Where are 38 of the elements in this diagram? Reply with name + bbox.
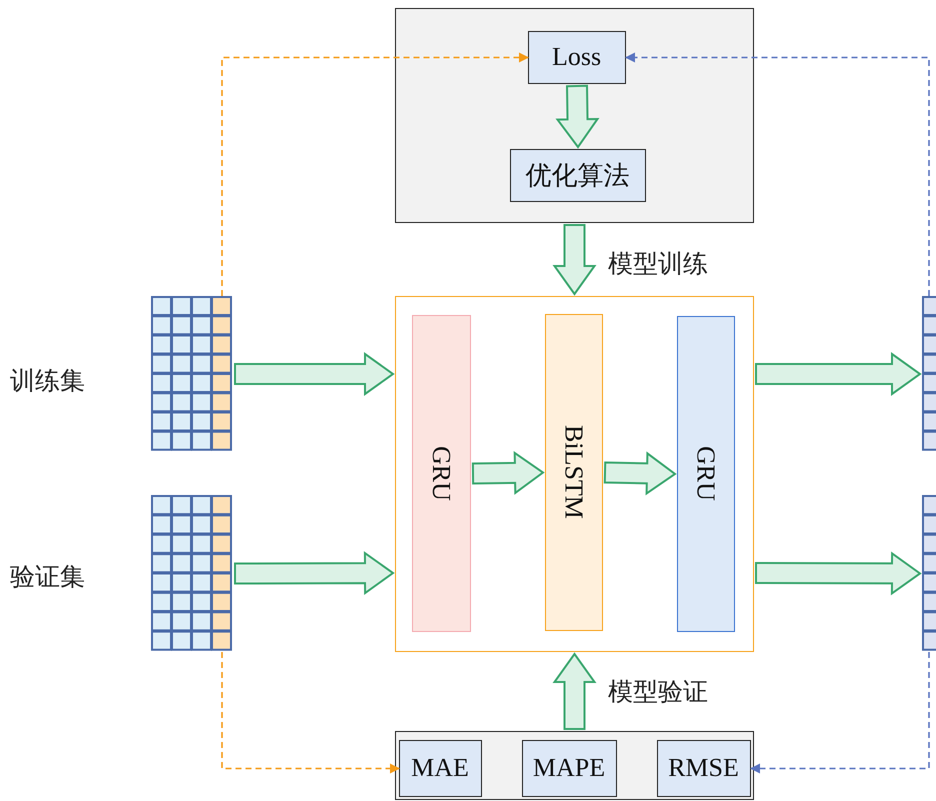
model-box	[395, 296, 754, 652]
layer-block	[412, 314, 470, 632]
process-box	[528, 30, 626, 84]
dashed-arrow	[221, 52, 529, 296]
dataset-label: 训练集	[10, 367, 85, 397]
block-arrow	[234, 352, 395, 396]
box-label: RMSE	[668, 753, 739, 783]
process-box	[510, 148, 646, 202]
box-label: MAE	[411, 753, 469, 783]
box-label: MAPE	[532, 753, 606, 783]
block-arrow	[472, 450, 545, 495]
layer-block	[544, 314, 602, 630]
layer-label: GRU	[690, 446, 720, 501]
box-label: 优化算法	[526, 160, 630, 192]
panel-box	[395, 8, 754, 223]
data-grid	[151, 296, 233, 452]
block-arrow	[556, 84, 600, 149]
dashed-arrow	[750, 652, 930, 774]
layer-block	[676, 316, 734, 632]
block-arrow	[755, 551, 922, 596]
data-grid	[922, 296, 936, 452]
data-grid	[151, 495, 233, 652]
metric-box	[656, 740, 750, 796]
block-arrow	[552, 224, 596, 296]
block-arrow	[604, 451, 677, 496]
box-label: Loss	[552, 42, 602, 72]
data-grid	[922, 495, 936, 652]
layer-label: BiLSTM	[558, 425, 588, 519]
block-arrow	[755, 352, 922, 396]
metric-box	[398, 740, 482, 796]
block-arrow	[234, 551, 395, 596]
metric-box	[522, 740, 616, 796]
dashed-arrow	[221, 652, 400, 774]
dashed-arrow	[625, 52, 930, 296]
block-arrow	[552, 652, 596, 730]
panel-box	[395, 731, 754, 800]
layer-label: GRU	[426, 446, 456, 500]
dataset-label: 验证集	[10, 563, 85, 593]
